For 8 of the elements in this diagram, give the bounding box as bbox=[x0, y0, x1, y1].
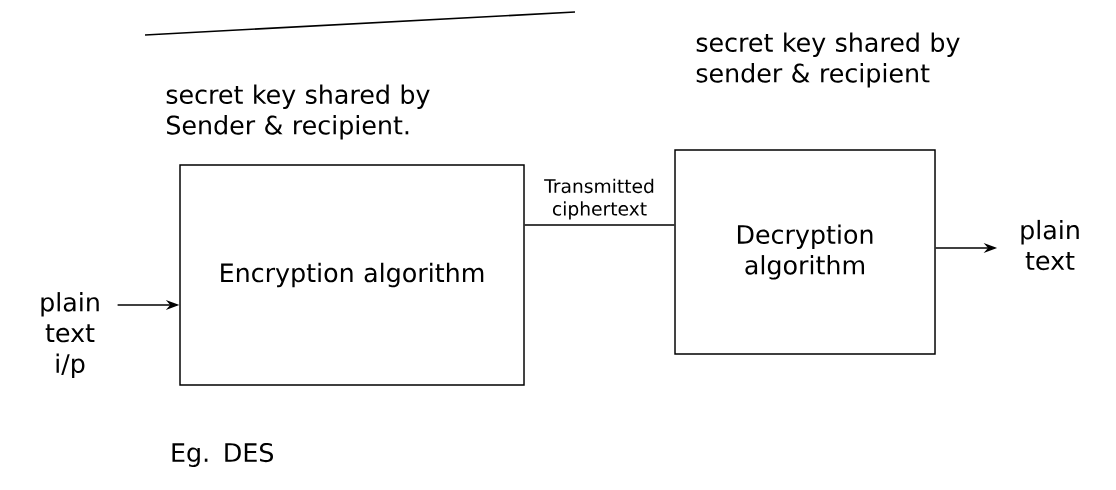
annotation: Eg. DES bbox=[172, 442, 273, 468]
annotation: secret key shared by sender & recipient bbox=[696, 32, 960, 88]
text-label: plain text i/p bbox=[41, 292, 99, 378]
annotation: secret key shared by Sender & recipient. bbox=[166, 84, 430, 140]
edge-label: Transmitted ciphertext bbox=[528, 177, 671, 221]
process-box: Decryption algorithm bbox=[674, 149, 936, 355]
text-label: plain text bbox=[1021, 219, 1079, 271]
process-box: Encryption algorithm bbox=[179, 164, 525, 386]
